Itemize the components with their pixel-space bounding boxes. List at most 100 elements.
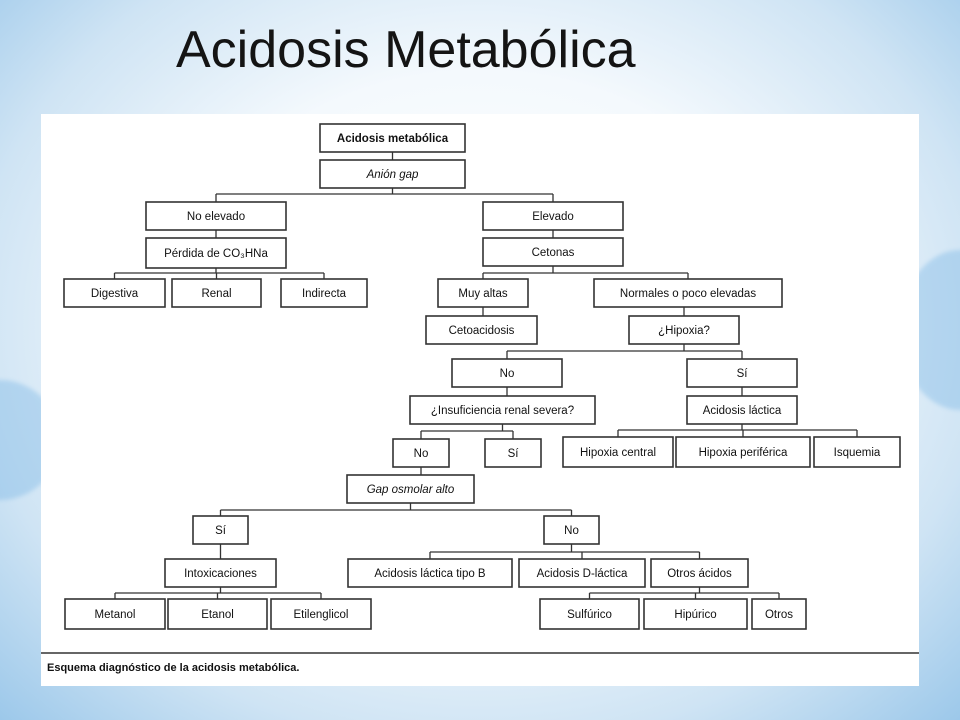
node-label: Metanol xyxy=(95,609,136,621)
node-box xyxy=(562,436,674,468)
node-insuf-renal: ¿Insuficiencia renal severa? xyxy=(409,395,596,425)
node-si-3: Sí xyxy=(192,515,249,545)
node-hipoxia-periferica: Hipoxia periférica xyxy=(675,436,811,468)
node-isquemia: Isquemia xyxy=(813,436,901,468)
node-box xyxy=(686,358,798,388)
node-box xyxy=(518,558,646,588)
node-anion-gap: Anión gap xyxy=(319,159,466,189)
node-box xyxy=(425,315,538,345)
node-label: Elevado xyxy=(532,211,574,223)
node-box xyxy=(270,598,372,630)
node-box xyxy=(675,436,811,468)
node-acidosis-d-lactica: Acidosis D-láctica xyxy=(518,558,646,588)
node-label: Sí xyxy=(215,525,227,537)
node-normales: Normales o poco elevadas xyxy=(593,278,783,308)
node-otros-acidos: Otros ácidos xyxy=(650,558,749,588)
node-label: Acidosis láctica xyxy=(703,405,782,417)
node-box xyxy=(346,474,475,504)
node-label: Etanol xyxy=(201,609,234,621)
node-box xyxy=(650,558,749,588)
node-no-elevado: No elevado xyxy=(145,201,287,231)
node-box xyxy=(686,395,798,425)
node-box xyxy=(628,315,740,345)
node-label: No xyxy=(500,368,515,380)
node-label: No elevado xyxy=(187,211,245,223)
node-renal: Renal xyxy=(171,278,262,308)
node-label: ¿Hipoxia? xyxy=(658,325,710,337)
node-si-2: Sí xyxy=(484,438,542,468)
node-box xyxy=(145,201,287,231)
node-indirecta: Indirecta xyxy=(280,278,368,308)
node-label: No xyxy=(414,448,429,460)
node-no-3: No xyxy=(543,515,600,545)
node-label: Gap osmolar alto xyxy=(367,484,455,496)
node-label: Cetonas xyxy=(532,247,575,259)
node-elevado: Elevado xyxy=(482,201,624,231)
node-box xyxy=(451,358,563,388)
node-label: No xyxy=(564,525,579,537)
node-etilenglicol: Etilenglicol xyxy=(270,598,372,630)
node-label: Sí xyxy=(508,448,520,460)
node-root: Acidosis metabólica xyxy=(319,123,466,153)
node-etanol: Etanol xyxy=(167,598,268,630)
node-box xyxy=(482,201,624,231)
node-box xyxy=(593,278,783,308)
node-box xyxy=(751,598,807,630)
node-label: Otros xyxy=(765,609,793,621)
caption-divider xyxy=(41,652,919,654)
node-label: Etilenglicol xyxy=(294,609,349,621)
slide-title: Acidosis Metabólica xyxy=(176,21,636,79)
node-box xyxy=(167,598,268,630)
node-label: Sí xyxy=(737,368,749,380)
node-metanol: Metanol xyxy=(64,598,166,630)
node-box xyxy=(543,515,600,545)
node-label: Intoxicaciones xyxy=(184,568,257,580)
node-label: Hipúrico xyxy=(674,609,716,621)
node-hipurico: Hipúrico xyxy=(643,598,748,630)
node-box xyxy=(539,598,640,630)
node-label: Acidosis metabólica xyxy=(337,133,449,145)
node-otros: Otros xyxy=(751,598,807,630)
node-digestiva: Digestiva xyxy=(63,278,166,308)
node-label: Otros ácidos xyxy=(667,568,732,580)
node-label: Normales o poco elevadas xyxy=(620,288,756,300)
node-label: Indirecta xyxy=(302,288,347,300)
node-label: Anión gap xyxy=(366,169,419,181)
node-cetoacidosis: Cetoacidosis xyxy=(425,315,538,345)
node-label: Acidosis láctica tipo B xyxy=(374,568,486,580)
node-perdida: Pérdida de CO₃HNa xyxy=(145,237,287,269)
node-label: Sulfúrico xyxy=(567,609,612,621)
node-box xyxy=(392,438,450,468)
node-box xyxy=(484,438,542,468)
node-box xyxy=(192,515,249,545)
node-no-1: No xyxy=(451,358,563,388)
node-box xyxy=(171,278,262,308)
node-sulfurico: Sulfúrico xyxy=(539,598,640,630)
node-box xyxy=(437,278,529,308)
node-box xyxy=(813,436,901,468)
node-label: Digestiva xyxy=(91,288,139,300)
node-box xyxy=(319,159,466,189)
node-muy-altas: Muy altas xyxy=(437,278,529,308)
node-box xyxy=(64,598,166,630)
node-label: Hipoxia periférica xyxy=(699,447,788,459)
node-label: Acidosis D-láctica xyxy=(537,568,628,580)
node-box xyxy=(319,123,466,153)
node-si-1: Sí xyxy=(686,358,798,388)
node-hipoxia-central: Hipoxia central xyxy=(562,436,674,468)
node-box xyxy=(409,395,596,425)
node-box xyxy=(643,598,748,630)
diagram-caption: Esquema diagnóstico de la acidosis metab… xyxy=(47,662,300,674)
node-gap-osmolar: Gap osmolar alto xyxy=(346,474,475,504)
node-box xyxy=(164,558,277,588)
node-cetonas: Cetonas xyxy=(482,237,624,267)
node-no-2: No xyxy=(392,438,450,468)
node-label: Cetoacidosis xyxy=(449,325,515,337)
node-label: ¿Insuficiencia renal severa? xyxy=(431,405,574,417)
node-label: Muy altas xyxy=(458,288,507,300)
node-label: Isquemia xyxy=(834,447,881,459)
node-box xyxy=(63,278,166,308)
node-intoxicaciones: Intoxicaciones xyxy=(164,558,277,588)
